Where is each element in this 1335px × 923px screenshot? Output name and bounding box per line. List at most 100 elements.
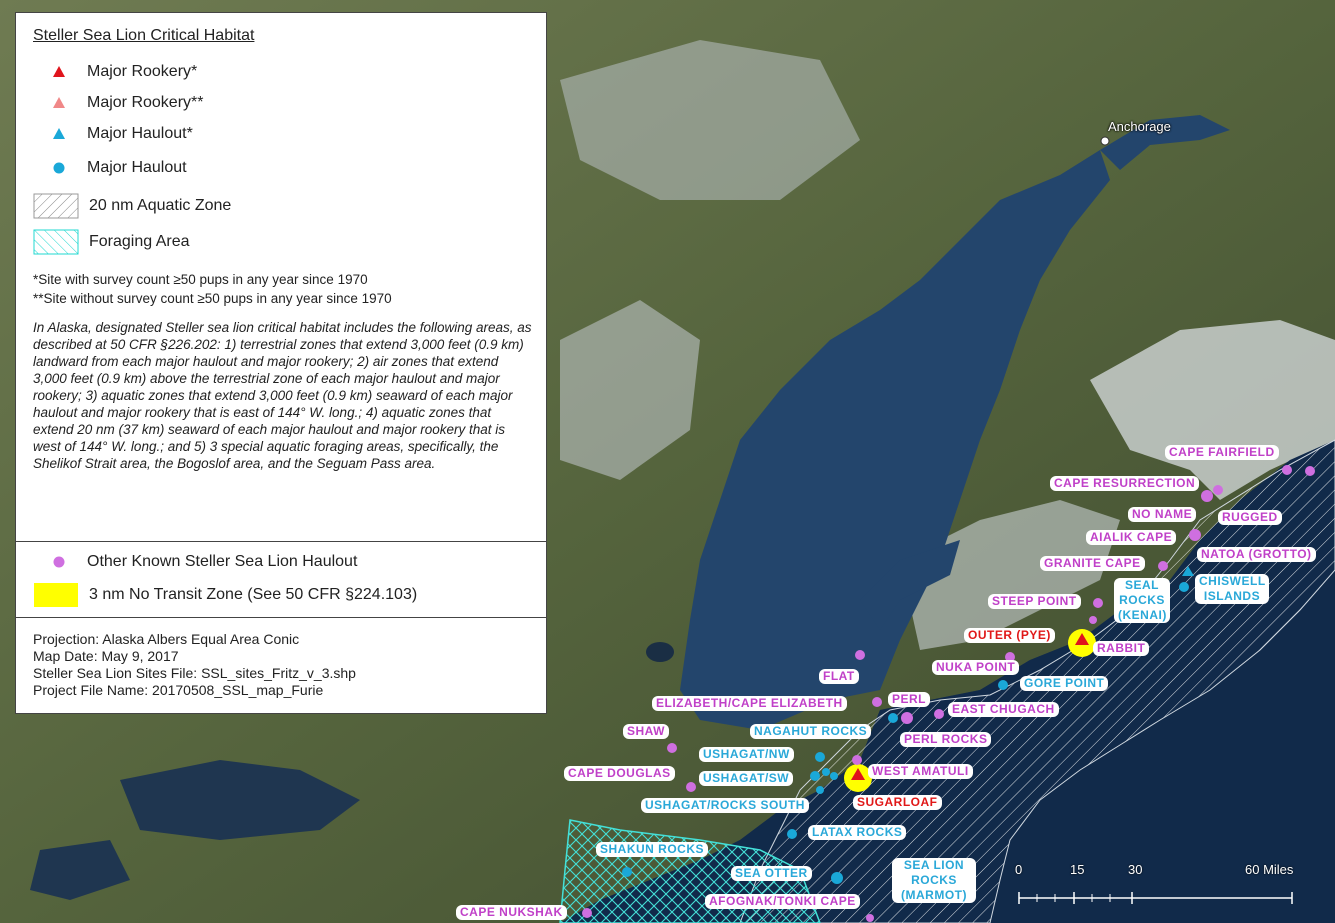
label-cape-fairfield: CAPE FAIRFIELD xyxy=(1165,445,1279,460)
critical-habitat-description: In Alaska, designated Steller sea lion c… xyxy=(33,320,532,471)
city-label-anchorage: Anchorage xyxy=(1108,119,1171,134)
major-haulout-ushagat-sw[interactable] xyxy=(810,771,820,781)
major-haulout-latax[interactable] xyxy=(787,829,797,839)
other-haulouts xyxy=(582,465,1315,922)
label-ushagat-nw: USHAGAT/NW xyxy=(699,747,794,762)
scale-tick-0: 0 xyxy=(1015,862,1023,877)
major-rookery-outer[interactable] xyxy=(1075,633,1089,645)
label-perl-rocks: PERL ROCKS xyxy=(900,732,992,747)
footnote-2: **Site without survey count ≥50 pups in … xyxy=(33,291,392,306)
legend-label: 20 nm Aquatic Zone xyxy=(89,197,232,214)
lake-1 xyxy=(646,642,674,662)
pink-triangle-icon xyxy=(33,92,87,114)
cyan-circle-icon xyxy=(33,157,87,179)
haulout-aialik-cape[interactable] xyxy=(1189,529,1201,541)
legend-divider-2 xyxy=(16,617,546,618)
cyan-triangle-icon xyxy=(33,123,87,145)
legend-item-major-rookery: Major Rookery* xyxy=(33,61,197,83)
snowfield-kenai xyxy=(900,500,1120,650)
major-haulout-chiswell[interactable] xyxy=(1179,582,1189,592)
haulout-cape-nukshak[interactable] xyxy=(582,908,592,918)
major-haulout-star-natoa[interactable] xyxy=(1182,566,1194,576)
label-nagahut-rocks: NAGAHUT ROCKS xyxy=(750,724,872,739)
magenta-circle-icon xyxy=(33,551,87,573)
label-cape-douglas: CAPE DOUGLAS xyxy=(564,766,675,781)
haulout-no-name[interactable] xyxy=(1213,485,1223,495)
footnote-1: *Site with survey count ≥50 pups in any … xyxy=(33,272,368,287)
scale-bar: 0 15 30 60 Miles xyxy=(1010,862,1320,912)
label-sea-otter: SEA OTTER xyxy=(731,866,812,881)
legend-label: Major Rookery** xyxy=(87,94,204,111)
haulout-east-chugach[interactable] xyxy=(934,709,944,719)
legend-item-aquatic-zone: 20 nm Aquatic Zone xyxy=(33,193,232,219)
haulout-nuka-point[interactable] xyxy=(1005,652,1015,662)
label-east-chugach: EAST CHUGACH xyxy=(948,702,1059,717)
label-sea-lion-rocks: SEA LION ROCKS (MARMOT) xyxy=(892,858,976,903)
label-outer-pye: OUTER (PYE) xyxy=(964,628,1055,643)
legend-label: Other Known Steller Sea Lion Haulout xyxy=(87,553,358,570)
label-granite-cape: GRANITE CAPE xyxy=(1040,556,1145,571)
haulout-sea-lion-rocks[interactable] xyxy=(866,914,874,922)
label-gore-point: GORE POINT xyxy=(1020,676,1109,691)
label-steep-point: STEEP POINT xyxy=(988,594,1081,609)
label-shakun-rocks: SHAKUN ROCKS xyxy=(596,842,709,857)
anchorage-marker[interactable] xyxy=(1100,136,1110,146)
project-file-text: Project File Name: 20170508_SSL_map_Furi… xyxy=(33,682,324,698)
haulout-flat[interactable] xyxy=(855,650,865,660)
haulout-west-amatuli[interactable] xyxy=(852,755,862,765)
haulout-cape-resurrection[interactable] xyxy=(1201,490,1213,502)
major-haulouts xyxy=(622,582,1189,884)
legend-item-other-haulout: Other Known Steller Sea Lion Haulout xyxy=(33,551,357,573)
gulf-of-alaska xyxy=(560,440,1335,923)
major-haulout-ushagat-nw[interactable] xyxy=(815,752,825,762)
major-rookery-sugarloaf[interactable] xyxy=(851,768,865,780)
label-shaw: SHAW xyxy=(623,724,669,739)
scale-tick-15: 15 xyxy=(1070,862,1085,877)
haulout-elizabeth[interactable] xyxy=(872,697,882,707)
label-seal-rocks: SEAL ROCKS (KENAI) xyxy=(1114,578,1170,623)
major-haulout-sea-otter[interactable] xyxy=(831,872,843,884)
scale-bar-line xyxy=(1018,892,1293,904)
scale-tick-30: 30 xyxy=(1128,862,1143,877)
label-chiswell: CHISWELL ISLANDS xyxy=(1195,574,1269,604)
major-haulout-ushagat-south[interactable] xyxy=(816,786,824,794)
label-rabbit: RABBIT xyxy=(1093,641,1150,656)
red-triangle-icon xyxy=(33,61,87,83)
legend-label: Major Haulout xyxy=(87,159,187,176)
legend-item-foraging-area: Foraging Area xyxy=(33,229,190,255)
label-flat: FLAT xyxy=(819,669,859,684)
label-cape-resurrection: CAPE RESURRECTION xyxy=(1050,476,1200,491)
legend-item-major-haulout-star: Major Haulout* xyxy=(33,123,193,145)
haulout-cape-fairfield[interactable] xyxy=(1282,465,1292,475)
hatch-swatch-icon xyxy=(33,193,87,219)
haulout-granite-cape[interactable] xyxy=(1158,561,1168,571)
haulout-cape-douglas[interactable] xyxy=(686,782,696,792)
label-ushagat-sw: USHAGAT/SW xyxy=(699,771,794,786)
yellow-rect-icon xyxy=(33,583,87,607)
haulout-perl[interactable] xyxy=(901,712,913,724)
label-west-amatuli: WEST AMATULI xyxy=(868,764,973,779)
label-perl: PERL xyxy=(888,692,931,707)
major-haulout-shakun[interactable] xyxy=(622,867,632,877)
label-afognak: AFOGNAK/TONKI CAPE xyxy=(705,894,860,909)
haulout-shaw[interactable] xyxy=(667,743,677,753)
label-cape-nukshak: CAPE NUKSHAK xyxy=(456,905,567,920)
legend-label: Major Rookery* xyxy=(87,63,198,80)
turnagain-arm xyxy=(1100,115,1230,170)
scale-tick-60: 60 Miles xyxy=(1245,862,1294,877)
haulout-steep-point[interactable] xyxy=(1093,598,1103,608)
label-elizabeth: ELIZABETH/CAPE ELIZABETH xyxy=(652,696,847,711)
legend-title: Steller Sea Lion Critical Habitat xyxy=(33,27,255,44)
label-no-name: NO NAME xyxy=(1128,507,1197,522)
major-haulout-ushagat-2[interactable] xyxy=(822,768,830,776)
cyan-hatch-swatch-icon xyxy=(33,229,87,255)
major-haulout-gore-point[interactable] xyxy=(998,680,1008,690)
map-date-text: Map Date: May 9, 2017 xyxy=(33,648,179,664)
major-haulout-ushagat-3[interactable] xyxy=(830,772,838,780)
label-latax-rocks: LATAX ROCKS xyxy=(808,825,907,840)
haulout-cape-fairfield-2[interactable] xyxy=(1305,466,1315,476)
legend-label: Foraging Area xyxy=(89,233,190,250)
snowfield-west xyxy=(560,300,700,480)
major-haulout-nagahut[interactable] xyxy=(888,713,898,723)
haulout-seal-rocks-a[interactable] xyxy=(1089,616,1097,624)
